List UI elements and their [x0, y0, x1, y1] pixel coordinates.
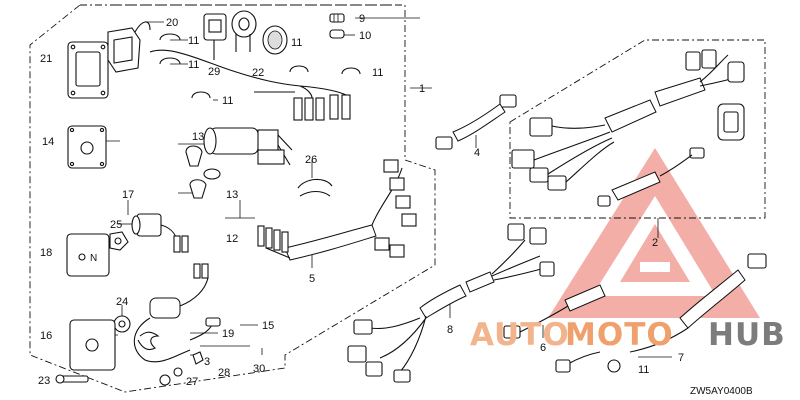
callout-25: 25: [110, 219, 122, 231]
watermark-inner-triangle: [620, 224, 690, 282]
callout-27: 27: [186, 376, 198, 388]
callout-19: 19: [222, 328, 234, 340]
callout-9: 9: [359, 13, 365, 25]
callout-labels: 1 2 3 4 5 6 7 8 9 10 11 11 11 11 11 11 1…: [38, 13, 684, 388]
part-screw-9: [329, 13, 345, 23]
part-key-13: [185, 145, 221, 199]
callout-13b: 13: [226, 189, 238, 201]
part-harness-2: [511, 49, 745, 207]
callout-2: 2: [652, 237, 658, 249]
callout-22: 22: [252, 67, 264, 79]
callout-10: 10: [359, 30, 371, 42]
watermark-logo: [548, 148, 760, 318]
callout-17: 17: [122, 189, 134, 201]
part-harness-5: [257, 159, 417, 261]
callout-18: 18: [40, 247, 52, 259]
part-harness-6: [503, 284, 606, 339]
callout-14: 14: [42, 136, 54, 148]
watermark-auto: AUTO: [470, 317, 570, 353]
callout-20: 20: [166, 17, 178, 29]
diagram-code: ZW5AY0400B: [690, 386, 753, 397]
part-harness-7: [555, 253, 767, 373]
part-small-28: [173, 367, 183, 377]
callout-16: 16: [40, 330, 52, 342]
part-nut-25: [109, 231, 129, 251]
part-harness-4: [435, 94, 517, 150]
callout-29: 29: [208, 66, 220, 78]
callout-12: 12: [226, 233, 238, 245]
callout-4: 4: [474, 147, 480, 159]
callout-11b: 11: [188, 59, 199, 71]
callout-5: 5: [309, 273, 315, 285]
assembly-outline-main: [29, 4, 436, 393]
callout-7: 7: [678, 352, 684, 364]
part-plate-16: [69, 319, 116, 371]
callout-23: 23: [38, 375, 50, 387]
callout-8: 8: [447, 324, 453, 336]
callout-21: 21: [40, 53, 52, 65]
callout-6: 6: [540, 342, 546, 354]
svg-text:N: N: [90, 253, 97, 264]
callout-11c: 11: [222, 95, 233, 107]
callout-26: 26: [305, 154, 317, 166]
assembly-outline-2: [509, 39, 766, 219]
part-panel-plate-21: [67, 41, 109, 99]
part-plate-14: [67, 125, 107, 169]
callout-11a: 11: [188, 35, 199, 47]
callout-30: 30: [253, 363, 265, 375]
callout-3: 3: [204, 356, 210, 368]
callout-11e: 11: [372, 67, 383, 79]
part-ignition-switch-12: [203, 127, 293, 166]
part-harness-8: [347, 223, 555, 383]
callout-13a: 13: [192, 131, 204, 143]
part-grommet-22: [231, 10, 288, 55]
part-plate-18: N: [66, 233, 110, 277]
part-nut-24: [113, 315, 131, 333]
callout-1: 1: [419, 83, 425, 95]
part-small-27: [159, 374, 171, 386]
watermark-hub: HUB: [708, 317, 786, 353]
callout-11f: 11: [638, 364, 649, 376]
part-small-3: [192, 351, 204, 365]
part-clamp-26: [297, 178, 333, 197]
callout-11d: 11: [291, 37, 302, 49]
part-toggle-switch-17: [131, 213, 189, 253]
watermark-moto: MOTO: [565, 317, 674, 353]
part-clips-11: [159, 33, 361, 99]
callout-15: 15: [262, 320, 274, 332]
watermark-text: AUTO MOTO HUB: [470, 317, 786, 353]
part-switch-housing-20: [107, 21, 151, 73]
part-stop-switch-15: [133, 263, 221, 363]
watermark-triangle: [548, 148, 760, 318]
part-screw-23: [55, 374, 89, 384]
callout-24: 24: [116, 296, 128, 308]
part-harness-1: [149, 49, 351, 121]
part-pin-10: [329, 29, 345, 39]
part-cap-29: [203, 13, 227, 60]
callout-28: 28: [218, 367, 230, 379]
